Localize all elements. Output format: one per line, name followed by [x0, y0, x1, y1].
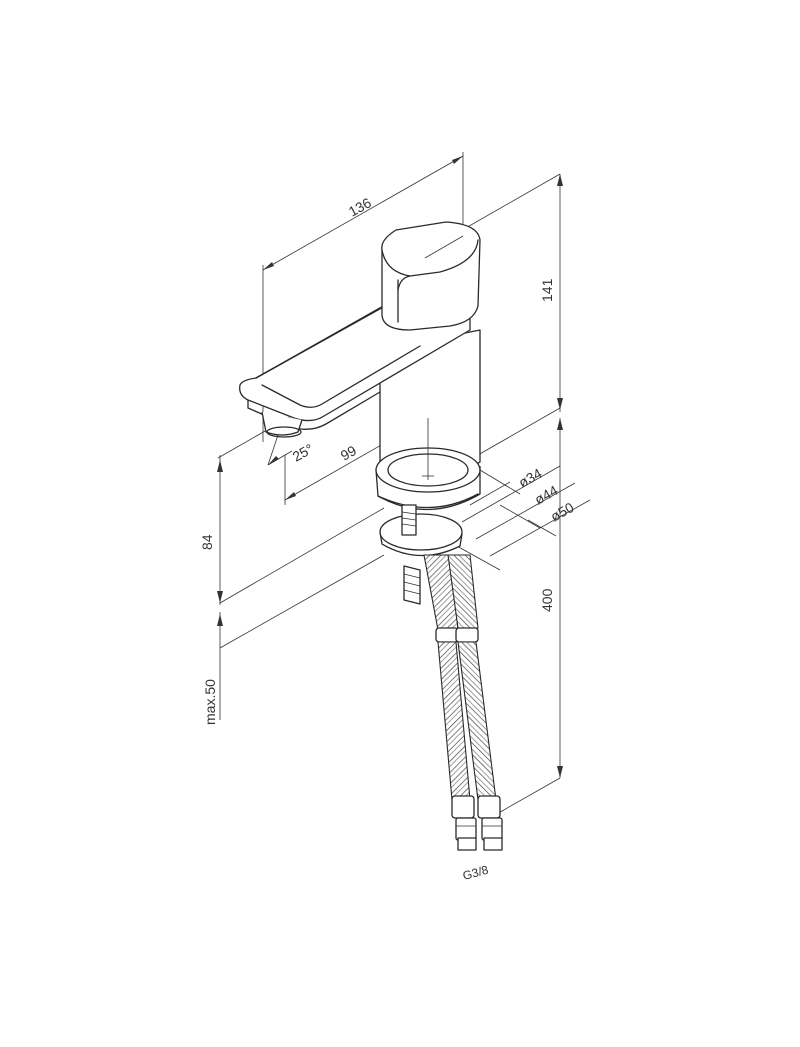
- dim-84: 84: [199, 534, 215, 550]
- faucet-body: [239, 221, 481, 605]
- dim-136: 136: [346, 194, 374, 219]
- dim-141: 141: [539, 278, 555, 302]
- dim-dia-50: ø50: [548, 499, 577, 525]
- dim-max50: max.50: [202, 679, 218, 725]
- dim-dia-44: ø44: [532, 482, 561, 508]
- dim-thread-g38: G3/8: [461, 863, 490, 883]
- braided-hoses: [423, 554, 503, 851]
- dim-dia-34: ø34: [516, 465, 545, 491]
- dim-400: 400: [539, 588, 555, 612]
- dim-angle-25: 25°: [290, 440, 316, 464]
- dim-99: 99: [338, 442, 360, 464]
